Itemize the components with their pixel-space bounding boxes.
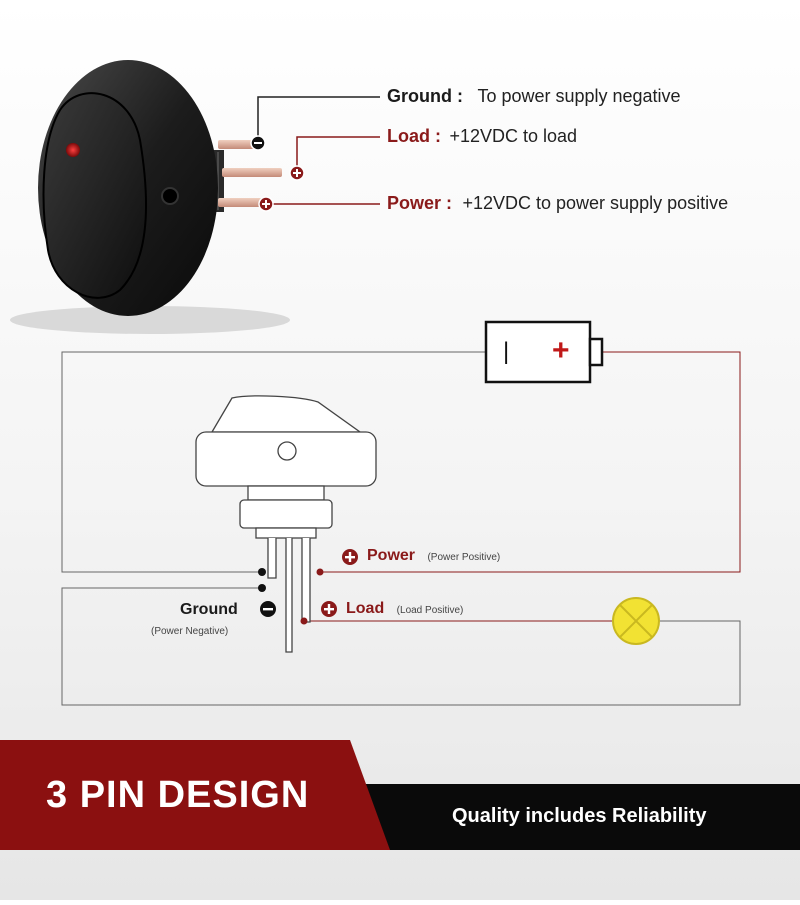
power-callout-desc: +12VDC to power supply positive bbox=[462, 193, 729, 213]
battery-negative-label: | bbox=[503, 338, 510, 365]
plus-circle-icon bbox=[342, 549, 358, 565]
load-callout-desc: +12VDC to load bbox=[449, 126, 578, 146]
battery-positive-wire bbox=[320, 351, 741, 573]
power-wire-label: Power (Power Positive) bbox=[367, 547, 500, 565]
rear-pin-outline bbox=[267, 538, 277, 579]
banner-red bbox=[0, 740, 390, 850]
banner-tagline: Quality includes Reliability bbox=[452, 805, 707, 827]
led-indicator bbox=[66, 143, 80, 157]
power-callout-name: Power : bbox=[387, 193, 453, 213]
switch-line-drawing bbox=[195, 395, 377, 653]
collar-outline bbox=[247, 485, 325, 501]
load-callout: Load : +12VDC to load bbox=[387, 126, 577, 147]
mount-hole bbox=[161, 187, 179, 205]
load-wire-name: Load bbox=[346, 600, 385, 617]
rocker-outline bbox=[210, 395, 363, 433]
junction-dot bbox=[258, 568, 266, 576]
lamp-icon bbox=[612, 597, 660, 645]
load-pin-outline bbox=[301, 538, 311, 623]
ground-callout-desc: To power supply negative bbox=[477, 86, 681, 106]
power-callout: Power : +12VDC to power supply positive bbox=[387, 193, 728, 214]
load-callout-name: Load : bbox=[387, 126, 441, 146]
lamp-return-wire bbox=[61, 587, 741, 706]
battery-icon bbox=[484, 320, 604, 384]
ground-pin bbox=[218, 140, 258, 149]
plus-circle-icon bbox=[289, 165, 305, 181]
nut-outline bbox=[239, 499, 333, 529]
ground-callout: Ground : To power supply negative bbox=[387, 86, 681, 107]
banner-title: 3 PIN DESIGN bbox=[46, 774, 310, 816]
ground-wire-sub: (Power Negative) bbox=[151, 626, 229, 637]
power-wire-sub: (Power Positive) bbox=[427, 552, 501, 563]
switch-shadow bbox=[10, 306, 290, 334]
load-pin bbox=[222, 168, 282, 177]
junction-dot bbox=[300, 617, 308, 625]
minus-circle-icon bbox=[250, 135, 266, 151]
load-leader bbox=[296, 136, 380, 172]
plus-circle-icon bbox=[258, 196, 274, 212]
rocker-paddle bbox=[42, 92, 147, 299]
indicator-outline bbox=[277, 441, 297, 461]
battery-positive-label: + bbox=[552, 334, 570, 367]
ground-callout-name: Ground : bbox=[387, 86, 463, 106]
ground-wire-name: Ground bbox=[180, 601, 238, 618]
load-wire-sub: (Load Positive) bbox=[396, 605, 464, 616]
plus-circle-icon bbox=[321, 601, 337, 617]
ground-pin-outline bbox=[285, 538, 293, 653]
base-outline bbox=[255, 527, 317, 539]
rocker-switch-photo bbox=[38, 60, 282, 316]
minus-circle-icon bbox=[260, 601, 276, 617]
battery-negative-wire bbox=[61, 351, 486, 573]
power-wire-name: Power bbox=[367, 547, 416, 564]
power-pin bbox=[218, 198, 266, 207]
ground-leader bbox=[257, 96, 380, 140]
junction-dot bbox=[316, 568, 324, 576]
junction-dot bbox=[258, 584, 266, 592]
load-wire-label: Load (Load Positive) bbox=[346, 600, 463, 618]
